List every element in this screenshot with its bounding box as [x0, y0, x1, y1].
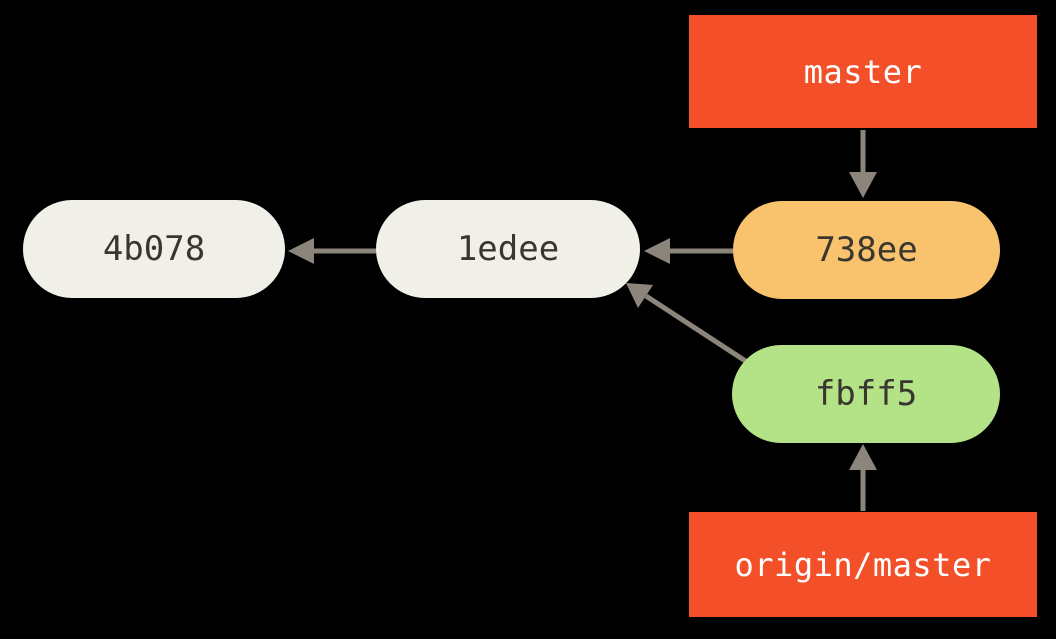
arrow-origin-master-to-fbff5 — [849, 444, 877, 511]
arrow-line — [644, 293, 749, 365]
arrow-fbff5-to-1edee — [626, 283, 749, 365]
arrow-738ee-to-1edee — [644, 238, 733, 264]
arrow-master-to-738ee — [849, 130, 877, 198]
commit-node-fbff5: fbff5 — [732, 345, 1000, 443]
commit-node-4b078: 4b078 — [23, 200, 285, 298]
arrow-head-left-icon — [288, 238, 314, 264]
commit-node-1edee: 1edee — [376, 200, 640, 298]
branch-label-origin-master: origin/master — [689, 512, 1037, 617]
arrow-head-left-icon — [644, 238, 670, 264]
arrow-head-up-icon — [849, 444, 877, 470]
arrow-1edee-to-4b078 — [288, 238, 376, 264]
arrow-head-down-icon — [849, 172, 877, 198]
arrow-head-up-left-icon — [626, 283, 653, 308]
branch-label-master: master — [689, 15, 1037, 128]
commit-node-738ee: 738ee — [733, 201, 1000, 299]
